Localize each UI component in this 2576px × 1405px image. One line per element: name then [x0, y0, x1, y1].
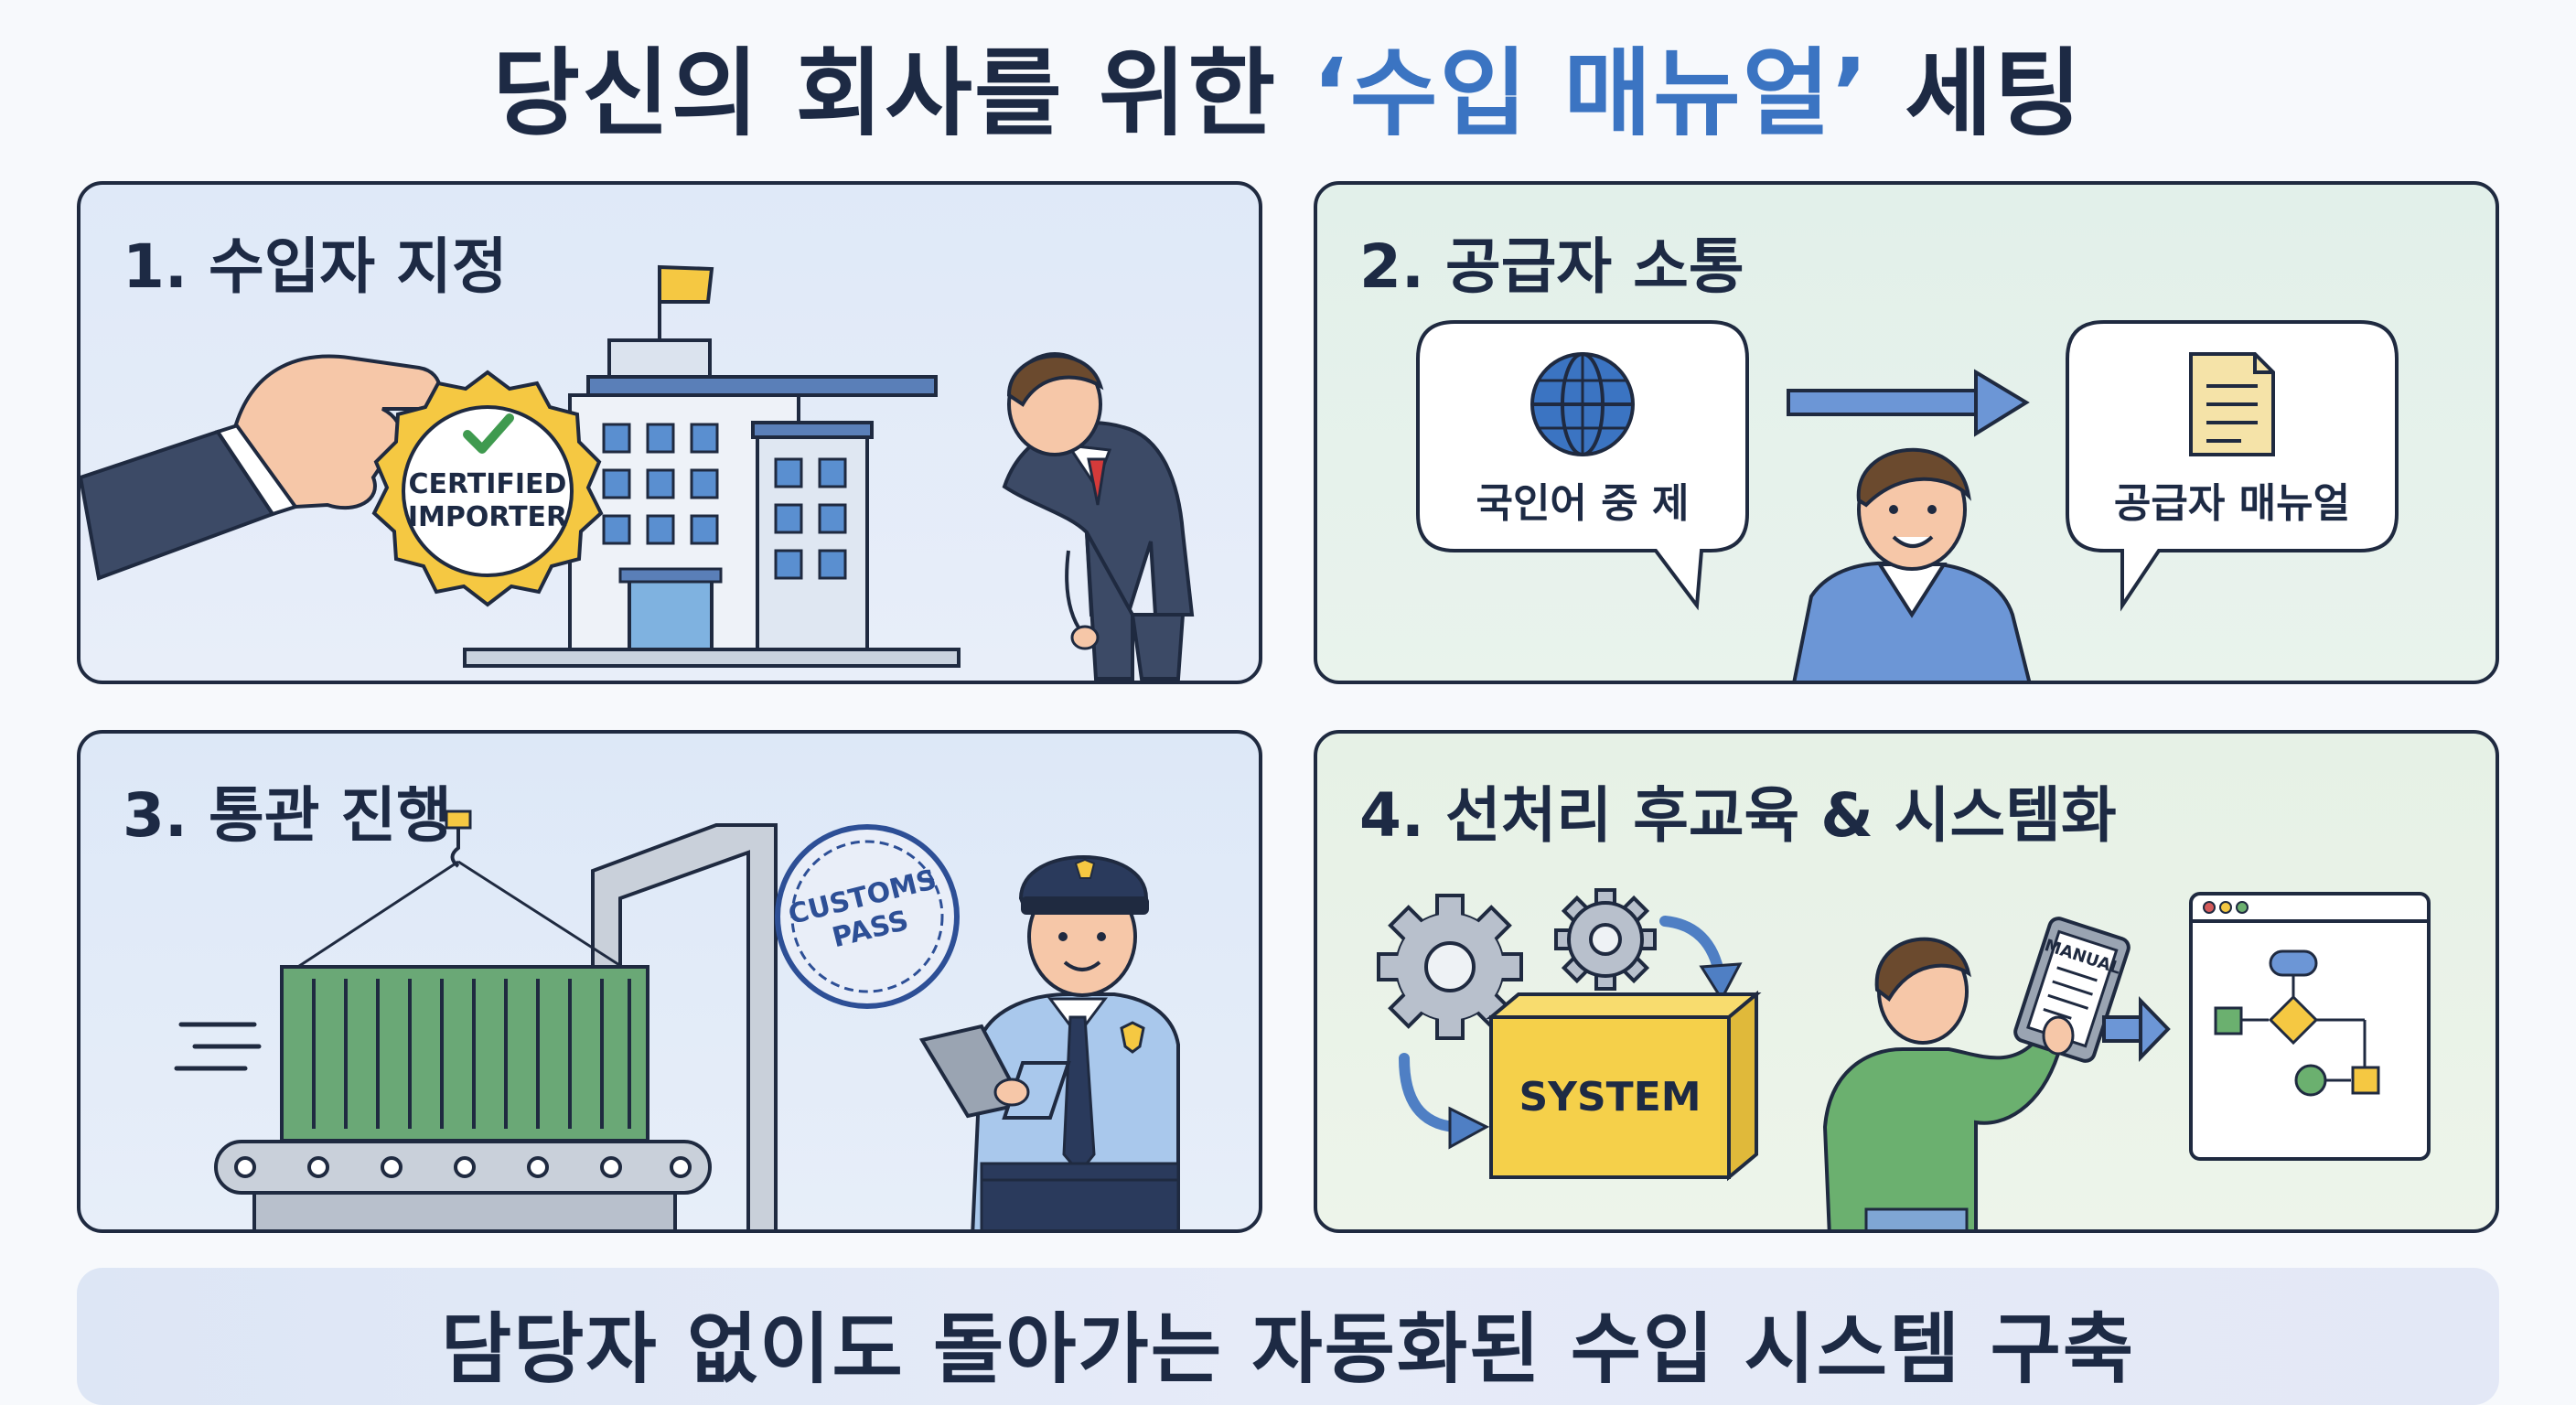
panel-customs-clearance: 3. 통관 진행 [77, 730, 1262, 1233]
panel-1-title: 1. 수입자 지정 [123, 231, 508, 302]
title-part-2: 세팅 [1870, 38, 2084, 149]
footer-text: 담당자 없이도 돌아가는 자동화된 수입 시스템 구축 [440, 1304, 2136, 1394]
speed-lines-icon [174, 1022, 262, 1071]
bowing-man-icon [1002, 352, 1195, 681]
customs-illustration: CUSTOMS PASS [174, 810, 1180, 1229]
building-icon [463, 264, 961, 668]
badge-text-2: IMPORTER [408, 501, 567, 533]
panel-importer-designation: 1. 수입자 지정 [77, 181, 1262, 684]
page-title: 당신의 회사를 위한 ‘수입 매뉴얼’ 세팅 [0, 29, 2576, 157]
certified-badge [371, 370, 604, 607]
panel-3-title: 3. 통관 진행 [123, 780, 452, 851]
person-with-tablet-icon [1822, 917, 2131, 1229]
panel-systemization: 4. 선처리 후교육 & 시스템화 [1314, 730, 2499, 1233]
curved-arrow-icon-2 [1399, 1053, 1490, 1150]
panel-supplier-communication: 2. 공급자 소통 [1314, 181, 2499, 684]
supplier-illustration [1416, 320, 2399, 681]
badge-text-1: CERTIFIED [409, 468, 567, 500]
document-icon [2189, 352, 2275, 456]
gear-icon-large [1377, 894, 1523, 1040]
supplier-person-icon [1792, 447, 2032, 681]
footer-banner: 담당자 없이도 돌아가는 자동화된 수입 시스템 구축 [77, 1268, 2499, 1405]
flowchart-window-icon [2189, 892, 2431, 1161]
bubble-left-text: 국인어 중 제 [1476, 480, 1690, 527]
system-box-icon [1486, 990, 1762, 1182]
conveyor-belt-icon [214, 1140, 712, 1229]
system-box-label: SYSTEM [1519, 1074, 1701, 1121]
panel-4-title: 4. 선처리 후교육 & 시스템화 [1359, 780, 2117, 851]
speech-bubble-left [1416, 320, 1749, 611]
system-illustration: SYSTEM MANUAL [1377, 888, 2431, 1229]
hand-icon [80, 354, 442, 581]
bubble-right-text: 공급자 매뉴얼 [2113, 480, 2351, 527]
globe-icon [1530, 352, 1635, 456]
gear-icon-small [1554, 888, 1657, 991]
title-part-1: 당신의 회사를 위한 [492, 38, 1313, 149]
panel-2-title: 2. 공급자 소통 [1359, 231, 1744, 302]
importer-illustration: CERTIFIED IMPORTER [80, 264, 1195, 681]
customs-officer-icon [918, 855, 1180, 1229]
customs-stamp-icon [775, 824, 960, 1009]
curved-arrow-icon-1 [1659, 916, 1743, 1003]
title-accent: ‘수입 매뉴얼’ [1312, 38, 1871, 149]
shipping-container-icon [280, 965, 649, 1142]
arrow-right-icon [1787, 369, 2030, 437]
arrow-right-icon-2 [2102, 996, 2171, 1062]
crane-hook-icon [290, 810, 630, 973]
speech-bubble-right [2066, 320, 2399, 612]
